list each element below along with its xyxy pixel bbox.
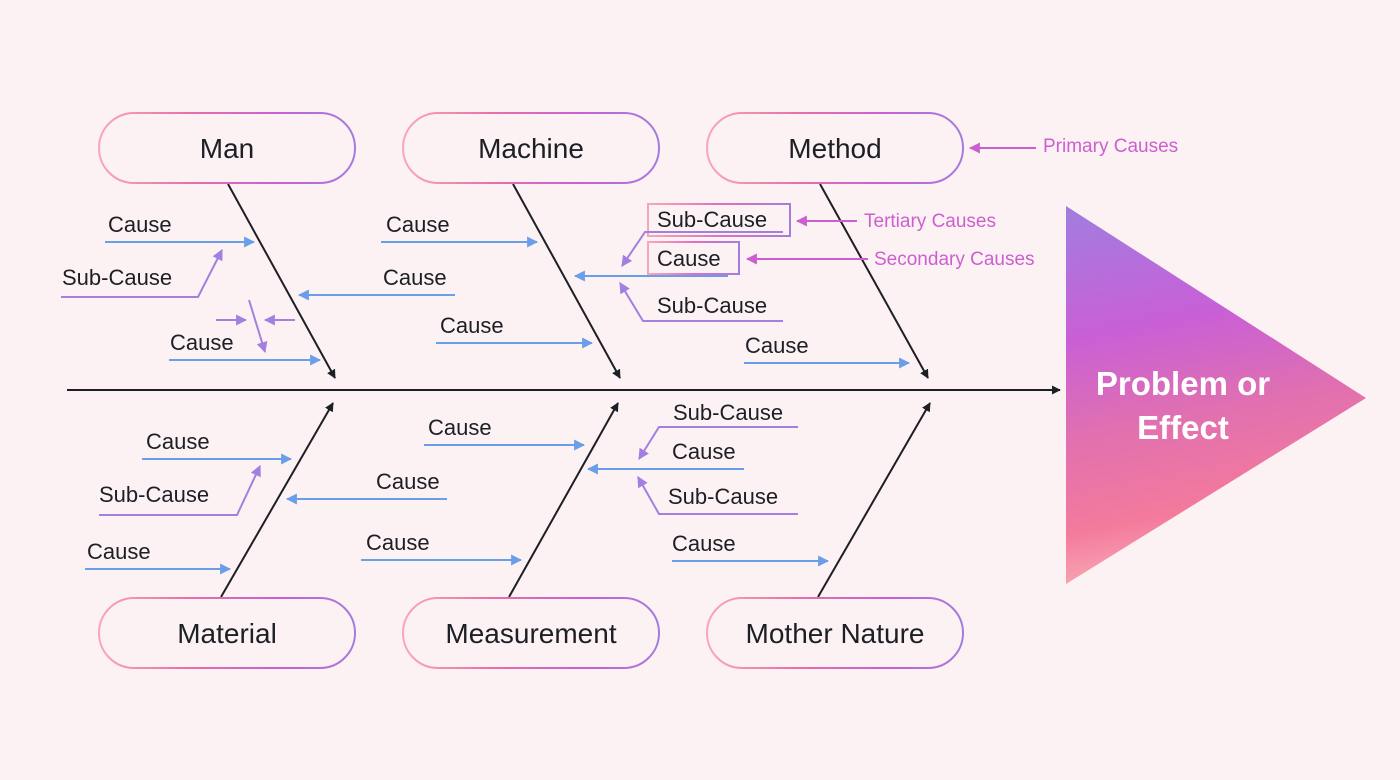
sub-cause-label: Sub-Cause (673, 400, 783, 425)
sub-cause-label: Sub-Cause (668, 484, 778, 509)
cause-label: Cause (366, 530, 430, 555)
sub-cause-label: Sub-Cause (657, 293, 767, 318)
cause-label: Cause (440, 313, 504, 338)
cause-label: Cause (672, 439, 736, 464)
category-man: Man Cause Sub-Cause Cause (61, 112, 455, 379)
category-capsule-mother-nature[interactable]: Mother Nature (706, 597, 964, 669)
category-machine: Machine Cause Cause Cause (381, 112, 660, 379)
cause-label: Cause (657, 246, 721, 271)
cause-label: Cause (745, 333, 809, 358)
category-label: Material (177, 618, 277, 649)
category-capsule-machine[interactable]: Machine (402, 112, 660, 184)
category-capsule-measurement[interactable]: Measurement (402, 597, 660, 669)
sub-cause-label: Sub-Cause (99, 482, 209, 507)
bone-material (220, 402, 334, 598)
cause-label: Cause (108, 212, 172, 237)
sub-cause-arrow (621, 231, 783, 267)
tertiary-bone (248, 299, 268, 354)
cause-label: Cause (383, 265, 447, 290)
effect-label-line1: Problem or (1096, 365, 1270, 402)
category-capsule-method[interactable]: Method (706, 112, 964, 184)
bone-measurement (508, 402, 619, 598)
category-material: Material Cause Sub-Cause Cause (85, 402, 447, 669)
category-mother-nature: Mother Nature Sub-Cause Cause Sub-Cause … (586, 400, 964, 669)
sub-cause-arrow (637, 476, 798, 515)
category-label: Machine (478, 133, 584, 164)
sub-cause-label: Sub-Cause (62, 265, 172, 290)
cause-label: Cause (146, 429, 210, 454)
category-label: Measurement (445, 618, 616, 649)
cause-label: Cause (376, 469, 440, 494)
bone-mother-nature (817, 402, 931, 598)
effect-label-line2: Effect (1137, 409, 1229, 446)
annotation-label: Secondary Causes (874, 249, 1035, 270)
category-capsule-man[interactable]: Man (98, 112, 356, 184)
cause-label: Cause (386, 212, 450, 237)
annotation-label: Primary Causes (1043, 136, 1178, 157)
category-label: Mother Nature (746, 618, 925, 649)
sub-cause-label: Sub-Cause (657, 207, 767, 232)
cause-label: Cause (87, 539, 151, 564)
sub-cause-arrow (619, 282, 783, 322)
cause-label: Cause (672, 531, 736, 556)
annotation-secondary: Secondary Causes (745, 249, 1035, 270)
annotation-label: Tertiary Causes (864, 211, 996, 232)
bone-man (227, 183, 336, 379)
bone-machine (512, 183, 621, 379)
cause-label: Cause (428, 415, 492, 440)
sub-cause-arrow (99, 465, 261, 516)
secondary-highlight-box (647, 241, 740, 275)
tertiary-highlight-box (647, 203, 791, 237)
effect-head: Problem or Effect (1066, 206, 1366, 584)
annotation-tertiary: Tertiary Causes (795, 211, 996, 232)
annotation-primary: Primary Causes (968, 136, 1178, 157)
sub-cause-arrow (61, 249, 223, 298)
cause-label: Cause (170, 330, 234, 355)
category-label: Method (788, 133, 881, 164)
effect-triangle (1066, 206, 1366, 584)
category-capsule-material[interactable]: Material (98, 597, 356, 669)
category-measurement: Measurement Cause Cause Cause (361, 402, 660, 669)
sub-cause-arrow (638, 426, 798, 460)
category-label: Man (200, 133, 254, 164)
bone-method (819, 183, 929, 379)
category-method: Method Sub-Cause Cause Sub-Cause Cause (573, 112, 964, 379)
